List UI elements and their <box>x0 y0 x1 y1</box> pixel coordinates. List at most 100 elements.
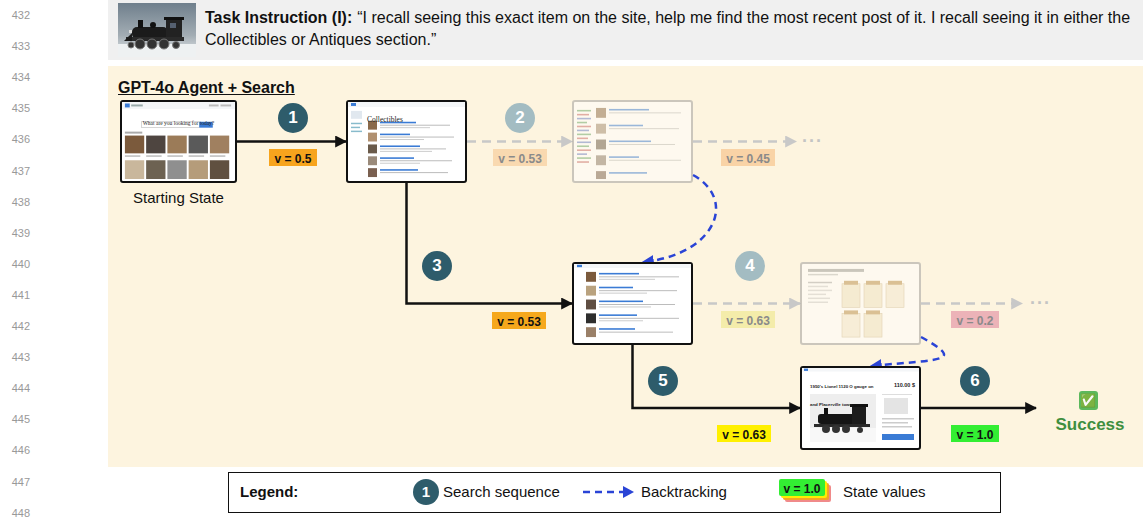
illustration-part <box>599 276 679 278</box>
illustration-part <box>599 331 673 333</box>
step-number-text: 4 <box>745 257 754 275</box>
legend-value: v = 1.0 <box>783 482 820 496</box>
illustration-part <box>577 149 591 151</box>
state-value-text: v = 0.5 <box>274 152 311 166</box>
illustration-part <box>146 136 165 154</box>
illustration-part <box>159 39 169 49</box>
illustration-part <box>351 103 356 106</box>
step-number: 6 <box>960 366 990 396</box>
illustration-part <box>857 427 863 433</box>
illustration-part <box>167 155 182 156</box>
search-panel: GPT-4o Agent + Search What are you looki… <box>108 66 1143 467</box>
text-slot: Legend: <box>240 483 298 501</box>
illustration-part <box>882 426 912 428</box>
illustration-part <box>125 103 130 107</box>
illustration-part <box>167 160 186 179</box>
text-slot: GPT-4o Agent + Search <box>118 79 295 97</box>
illustration-part <box>368 156 377 165</box>
screenshot-text: 110.00 $ <box>894 382 915 388</box>
line-number: 448 <box>12 507 30 519</box>
illustration-part <box>882 434 914 440</box>
text-slot: 445 <box>0 409 30 427</box>
illustration-part <box>577 130 589 132</box>
line-number: 440 <box>12 258 30 270</box>
search-arrow <box>407 183 573 304</box>
illustration-part <box>380 148 446 150</box>
text-slot: Task Instruction (I):“I recall seeing th… <box>205 7 1137 51</box>
illustration-part <box>577 157 591 159</box>
illustration-part <box>808 286 828 287</box>
illustration-part <box>596 108 606 118</box>
step-number-text: 5 <box>658 372 667 390</box>
illustration-part <box>814 424 870 427</box>
text-slot: 436 <box>0 129 30 147</box>
illustration-part <box>173 42 180 49</box>
line-number: 439 <box>12 227 30 239</box>
illustration-part <box>586 300 596 310</box>
illustration-part <box>147 39 157 49</box>
illustration-part <box>138 20 143 28</box>
illustration-part <box>210 160 229 179</box>
illustration-part <box>170 23 176 28</box>
step-number-text: 3 <box>432 257 441 275</box>
illustration-part <box>599 303 675 305</box>
screenshot-text: 1950's Lionel 1120 O gauge on and Placer… <box>810 384 874 407</box>
illustration-part <box>124 33 132 41</box>
illustration-part <box>125 136 144 154</box>
text-slot: 1950's Lionel 1120 O gauge on and Placer… <box>810 374 878 410</box>
state-caption: Starting State <box>133 189 224 206</box>
legend-step-circle: 1 <box>413 479 439 505</box>
state-screenshot <box>800 262 921 345</box>
state-value: v = 0.2 <box>951 311 998 328</box>
line-number: 447 <box>12 476 30 488</box>
illustration-part <box>577 265 582 267</box>
illustration-part <box>842 284 860 308</box>
illustration-part <box>808 294 826 295</box>
search-arrow <box>237 140 346 143</box>
illustration-part <box>380 136 454 138</box>
illustration-part <box>779 479 825 496</box>
text-slot: 437 <box>0 161 30 179</box>
text-slot: State values <box>843 483 926 501</box>
illustration-part <box>351 123 362 124</box>
illustration-part <box>131 104 143 106</box>
illustration-part <box>135 39 145 49</box>
illustration-part <box>609 128 679 130</box>
illustration-part <box>866 281 880 285</box>
illustration-part <box>380 124 450 126</box>
step-number-text: 2 <box>515 109 524 127</box>
illustration-part <box>577 153 587 155</box>
state-value: v = 0.53 <box>493 149 547 166</box>
illustration-part <box>351 111 362 119</box>
state-value-text: v = 0.53 <box>497 315 541 329</box>
illustration-part <box>380 150 432 152</box>
illustration-part <box>577 114 589 116</box>
illustration-part <box>866 310 880 314</box>
illustration-part <box>380 139 424 141</box>
illustration-part <box>850 404 868 407</box>
illustration-part <box>577 134 591 136</box>
line-number: 441 <box>12 289 30 301</box>
illustration-part <box>368 168 377 177</box>
text-slot: 433 <box>0 36 30 54</box>
state-screenshot <box>572 100 693 183</box>
illustration-part <box>599 314 637 316</box>
text-slot: ✅ <box>1078 391 1098 410</box>
illustration-part <box>577 145 589 147</box>
illustration-part <box>380 145 420 147</box>
line-number: 432 <box>12 9 30 21</box>
legend-step-number: 1 <box>422 484 430 500</box>
illustration-part <box>802 368 919 372</box>
illustration-part <box>577 122 587 124</box>
legend-text: State values <box>843 483 926 500</box>
illustration-part <box>221 104 232 106</box>
illustration-part <box>599 320 643 322</box>
continuation-dots: ... <box>1030 288 1051 308</box>
illustration-part <box>380 162 420 164</box>
text-slot: 447 <box>0 472 30 490</box>
screenshot-home <box>122 102 235 181</box>
illustration-part <box>609 156 639 158</box>
illustration-part <box>118 3 196 57</box>
line-number: 445 <box>12 413 30 425</box>
